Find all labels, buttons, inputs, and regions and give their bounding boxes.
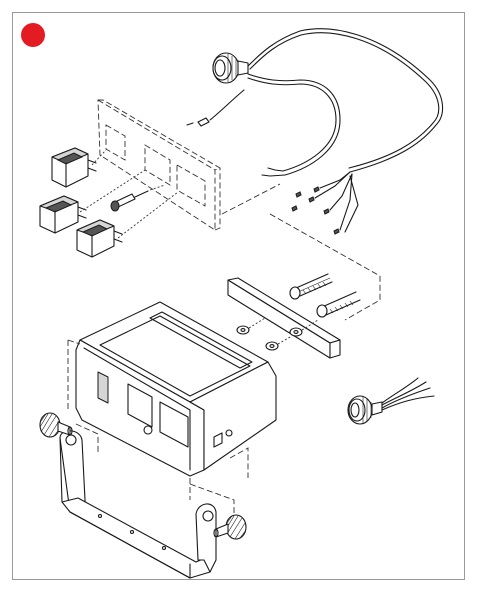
back-plate: [227, 277, 341, 359]
bolt-lower: [316, 291, 361, 318]
panel-gasket-dashed: [97, 99, 222, 231]
rocker-switch-bottom: [76, 219, 123, 258]
bolt-upper: [289, 273, 333, 300]
status-marker-dot: [21, 23, 45, 47]
knob-left: [39, 412, 73, 438]
cable-harness: [186, 28, 444, 235]
round-connector-plug: [212, 52, 249, 84]
indicator-housing: [75, 301, 277, 477]
fuse-holder: [110, 190, 149, 212]
knob-right: [213, 514, 247, 540]
rocker-switch-middle: [39, 195, 87, 234]
mounting-bracket: [59, 430, 217, 579]
round-connector-loose: [347, 377, 435, 425]
leader-housing-left: [67, 339, 81, 410]
leader-line-harness: [221, 183, 281, 215]
leader-bracket: [75, 423, 235, 520]
rocker-switch-top: [51, 147, 97, 188]
leader-housing-right: [229, 447, 249, 478]
washers: [236, 317, 319, 351]
leader-line-bolts: [269, 213, 381, 321]
